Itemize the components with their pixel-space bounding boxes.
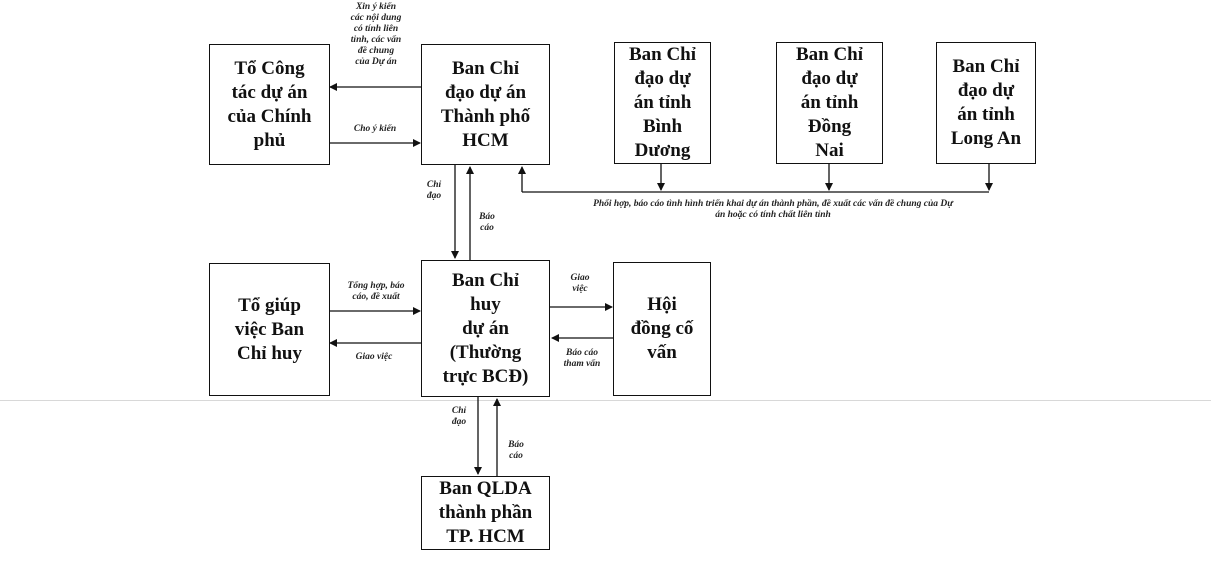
box-ban-qlda: Ban QLDA thành phần TP. HCM: [421, 476, 550, 550]
scan-artifact-line: [0, 400, 1211, 401]
box-to-giup-viec: Tổ giúp việc Ban Chỉ huy: [209, 263, 330, 396]
label-giao-viec-left: Giao việc: [355, 352, 393, 362]
label-giao-viec-right: Giao việc: [570, 273, 590, 294]
box-bcd-long-an: Ban Chỉ đạo dự án tỉnh Long An: [936, 42, 1036, 164]
box-bcd-binh-duong: Ban Chỉ đạo dự án tỉnh Bình Dương: [614, 42, 711, 164]
box-bcd-hcm: Ban Chỉ đạo dự án Thành phố HCM: [421, 44, 550, 165]
label-tong-hop: Tổng hợp, báo cáo, đề xuất: [347, 281, 405, 302]
label-chi-dao-2: Chỉ đạo: [451, 406, 467, 427]
box-ban-chi-huy: Ban Chỉ huy dự án (Thường trực BCĐ): [421, 260, 550, 397]
label-cho-y-kien: Cho ý kiến: [353, 124, 397, 134]
box-bcd-dong-nai: Ban Chỉ đạo dự án tỉnh Đồng Nai: [776, 42, 883, 164]
label-bao-cao-1: Báo cáo: [479, 212, 495, 233]
label-bao-cao-tham-van: Báo cáo tham vấn: [563, 348, 601, 369]
box-to-cong-tac: Tổ Công tác dự án của Chính phủ: [209, 44, 330, 165]
label-phoi-hop: Phối hợp, báo cáo tình hình triển khai d…: [593, 199, 953, 220]
label-xin-y-kien: Xin ý kiến các nội dung có tính liên tỉn…: [350, 2, 402, 67]
label-bao-cao-2: Báo cáo: [508, 440, 524, 461]
label-chi-dao-1: Chỉ đạo: [426, 180, 442, 201]
box-hoi-dong-co-van: Hội đồng cố vấn: [613, 262, 711, 396]
